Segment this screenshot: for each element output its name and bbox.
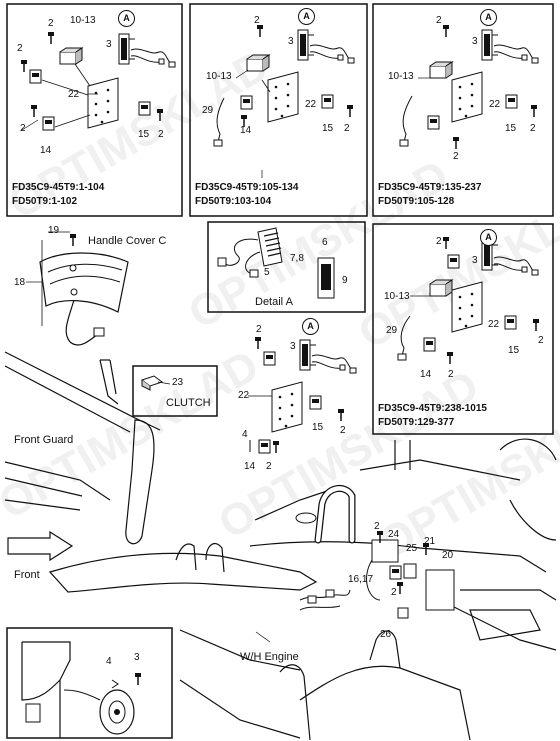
mid-pn-3: 3 (290, 341, 296, 352)
p3-pn-2b: 2 (530, 123, 536, 134)
eng-pn-1617: 16,17 (348, 574, 374, 585)
eng-pn-26: 26 (380, 629, 392, 640)
p3-pn-15: 15 (505, 123, 517, 134)
p4-pn-2b: 2 (538, 335, 544, 346)
callout-a-p2: A (298, 8, 315, 25)
handle-cover-label: Handle Cover C (88, 235, 167, 247)
mid-pn-4: 4 (242, 429, 248, 440)
p4-pn-3: 3 (472, 255, 478, 266)
p1-pn-14: 14 (40, 145, 52, 156)
p2-pn-2b: 2 (344, 123, 350, 134)
front-arrow-icon (7, 530, 74, 562)
mid-pn-14: 14 (244, 461, 256, 472)
p2-pn-29: 29 (202, 105, 214, 116)
mid-pn-15: 15 (312, 422, 324, 433)
eng-pn-21: 21 (424, 536, 436, 547)
eng-pn-25: 25 (406, 543, 418, 554)
mid-pn-2a: 2 (256, 324, 262, 335)
callout-a-p3: A (480, 9, 497, 26)
eng-pn-2a: 2 (374, 521, 380, 532)
detail-pn-78: 7,8 (290, 253, 304, 264)
p1-pn-22: 22 (68, 89, 80, 100)
p1-pn-15: 15 (138, 129, 150, 140)
p3-pn-2c: 2 (453, 151, 459, 162)
p3-pn-22: 22 (489, 99, 501, 110)
p4-pn-14: 14 (420, 369, 432, 380)
callout-a-p1: A (118, 10, 135, 27)
callout-a-detail: A (302, 318, 319, 335)
p3-pn-3: 3 (472, 36, 478, 47)
p2-serial-a: FD35C9-45T9:105-134 (195, 182, 299, 193)
wh-engine-label: W/H Engine (240, 651, 299, 663)
p1-serial-a: FD35C9-45T9:1-104 (12, 182, 105, 193)
p1-serial-b: FD50T9:1-102 (12, 196, 78, 207)
eng-pn-20: 20 (442, 550, 454, 561)
pn-18: 18 (14, 277, 26, 288)
front-guard-label: Front Guard (14, 434, 74, 446)
p1-pn-2d: 2 (158, 129, 164, 140)
p2-pn-22: 22 (305, 99, 317, 110)
eng-pn-2b: 2 (391, 587, 397, 598)
mid-pn-2c: 2 (266, 461, 272, 472)
p4-serial-a: FD35C9-45T9:238-1015 (378, 403, 487, 414)
p2-serial-b: FD50T9:103-104 (195, 196, 272, 207)
p4-pn-2a: 2 (436, 236, 442, 247)
p4-pn-1013: 10-13 (384, 291, 410, 302)
p1-pn-3: 3 (106, 39, 112, 50)
detail-pn-9: 9 (342, 275, 348, 286)
horn-pn-3: 3 (134, 652, 140, 663)
p3-pn-2a: 2 (436, 15, 442, 26)
detail-title: Detail A (255, 296, 293, 308)
callout-a-p4: A (480, 229, 497, 246)
p3-serial-b: FD50T9:105-128 (378, 196, 455, 207)
mid-pn-2b: 2 (340, 425, 346, 436)
detail-pn-6: 6 (322, 237, 328, 248)
pn-19: 19 (48, 225, 60, 236)
p4-pn-29: 29 (386, 325, 398, 336)
p4-serial-b: FD50T9:129-377 (378, 417, 455, 428)
p2-pn-1013: 10-13 (206, 71, 232, 82)
p2-pn-14: 14 (240, 125, 252, 136)
p1-pn-2c: 2 (20, 123, 26, 134)
p2-pn-15: 15 (322, 123, 334, 134)
mid-pn-22: 22 (238, 390, 250, 401)
p1-pn-2a: 2 (48, 18, 54, 29)
p1-pn-1013: 10-13 (70, 15, 96, 26)
p2-pn-3: 3 (288, 36, 294, 47)
p2-pn-2a: 2 (254, 15, 260, 26)
pn-23: 23 (172, 377, 184, 388)
p4-pn-15: 15 (508, 345, 520, 356)
p4-pn-22: 22 (488, 319, 500, 330)
clutch-label: CLUTCH (166, 397, 211, 409)
p3-pn-1013: 10-13 (388, 71, 414, 82)
p3-serial-a: FD35C9-45T9:135-237 (378, 182, 482, 193)
p4-pn-2c: 2 (448, 369, 454, 380)
horn-pn-4: 4 (106, 656, 112, 667)
p1-pn-2b: 2 (17, 43, 23, 54)
eng-pn-24: 24 (388, 529, 400, 540)
detail-pn-5: 5 (264, 267, 270, 278)
front-label: Front (14, 569, 40, 581)
